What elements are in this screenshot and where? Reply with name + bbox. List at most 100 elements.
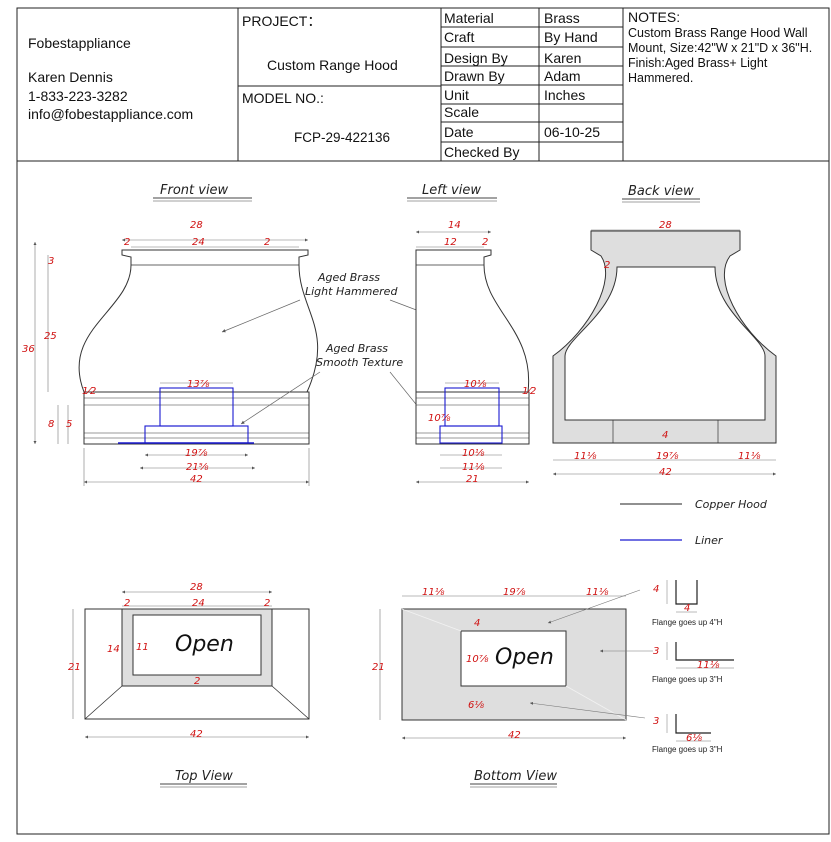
back-dim-mid: 19⅞ bbox=[656, 451, 679, 462]
field-label-date: Date bbox=[444, 124, 474, 140]
top-dim-base: 42 bbox=[190, 729, 203, 740]
top-dim-left: 2 bbox=[124, 598, 130, 609]
flange-1-height: 4 bbox=[653, 584, 659, 595]
bottom-dim-depth: 21 bbox=[372, 662, 385, 673]
front-dim-band: 8 bbox=[48, 419, 54, 430]
back-hood-shell bbox=[552, 230, 777, 444]
front-dim-band-inner: 5 bbox=[66, 419, 72, 430]
left-dim-top-side: 2 bbox=[482, 237, 488, 248]
bottom-dim-lower: 6⅛ bbox=[468, 700, 484, 711]
legend-liner-label: Liner bbox=[695, 534, 724, 547]
left-dim-liner-top: 10⅛ bbox=[464, 379, 487, 390]
contact-phone: 1-833-223-3282 bbox=[28, 88, 128, 104]
flange-detail-1: 4 4 Flange goes up 4"H bbox=[652, 580, 723, 627]
top-open-label: Open bbox=[175, 632, 234, 657]
left-hood-body bbox=[415, 249, 530, 393]
front-dim-liner-bottom: 19⅞ bbox=[185, 448, 208, 459]
field-value-design-by: Karen bbox=[544, 50, 582, 66]
notes-text: Custom Brass Range Hood Wall Mount, Size… bbox=[628, 26, 813, 85]
legend-copper-label: Copper Hood bbox=[695, 498, 768, 511]
contact-name: Karen Dennis bbox=[28, 69, 113, 85]
bottom-dim-left: 11⅛ bbox=[422, 587, 445, 598]
front-dim-width: 42 bbox=[190, 474, 203, 485]
field-value-date: 06-10-25 bbox=[544, 124, 601, 140]
back-dim-bottom-wall: 4 bbox=[662, 430, 668, 441]
project-label: PROJECT： bbox=[242, 13, 322, 29]
flange-2-width: 11⅛ bbox=[697, 660, 720, 671]
flange-detail-3: 3 6⅛ Flange goes up 3"H bbox=[652, 714, 723, 754]
bottom-dim-side: 10⅞ bbox=[466, 654, 489, 665]
notes-label: NOTES: bbox=[628, 9, 681, 25]
top-dim-width: 28 bbox=[190, 582, 203, 593]
left-dim-depth: 21 bbox=[466, 474, 479, 485]
bottom-opening bbox=[460, 630, 567, 687]
top-dim-bottom: 2 bbox=[194, 676, 200, 687]
left-dim-liner-side: 10⅞ bbox=[428, 413, 451, 424]
project-value: Custom Range Hood bbox=[267, 57, 398, 73]
back-dim-right: 11⅛ bbox=[738, 451, 761, 462]
front-band bbox=[83, 391, 310, 445]
field-value-material: Brass bbox=[544, 10, 580, 26]
finish-callout-smooth-line2: Smooth Texture bbox=[316, 356, 403, 369]
bottom-dim-width: 42 bbox=[508, 730, 521, 741]
legend: Copper Hood Liner bbox=[620, 498, 768, 547]
bottom-dim-right: 11⅛ bbox=[586, 587, 609, 598]
back-dim-top: 28 bbox=[659, 220, 672, 231]
left-band bbox=[415, 391, 530, 445]
bottom-dim-top: 4 bbox=[474, 618, 480, 629]
top-view: Open 28 24 2 2 21 14 11 2 42 Top View bbox=[68, 582, 310, 788]
company-name: Fobestappliance bbox=[28, 35, 131, 51]
front-dim-body: 25 bbox=[44, 331, 57, 342]
field-label-material: Material bbox=[444, 10, 494, 26]
sheet-frame bbox=[16, 7, 830, 835]
bottom-view: Open 11⅛ 19⅞ 11⅛ 4 10⅞ 6⅛ 21 42 Bottom V… bbox=[372, 587, 653, 788]
field-label-design-by: Design By bbox=[444, 50, 508, 66]
top-dim-depth: 21 bbox=[68, 662, 81, 673]
finish-callout-hammered-line1: Aged Brass bbox=[317, 271, 380, 284]
field-value-craft: By Hand bbox=[544, 29, 598, 45]
left-view-title: Left view bbox=[422, 183, 481, 198]
left-dim-opening: 11⅛ bbox=[462, 462, 485, 473]
finish-callout-hammered-line2: Light Hammered bbox=[305, 285, 398, 298]
top-opening bbox=[132, 614, 262, 676]
front-dim-top-width: 28 bbox=[190, 220, 203, 231]
left-dim-liner-bottom: 10⅛ bbox=[462, 448, 485, 459]
top-dim-inner-side: 11 bbox=[136, 642, 149, 653]
top-view-title: Top View bbox=[175, 769, 233, 784]
back-dim-wall: 2 bbox=[604, 260, 610, 271]
left-dim-top-inner: 12 bbox=[444, 237, 457, 248]
front-dim-opening: 21⅝ bbox=[186, 462, 209, 473]
front-dim-total: 36 bbox=[22, 344, 35, 355]
bottom-open-label: Open bbox=[495, 645, 554, 670]
flange-details: 4 4 Flange goes up 4"H 3 11⅛ Flange goes… bbox=[652, 580, 734, 754]
bottom-view-title: Bottom View bbox=[474, 769, 557, 784]
finish-callouts: Aged Brass Light Hammered Aged Brass Smo… bbox=[221, 271, 486, 425]
flange-3-height: 3 bbox=[653, 716, 659, 727]
flange-2-height: 3 bbox=[653, 646, 659, 657]
flange-1-note: Flange goes up 4"H bbox=[652, 618, 723, 627]
back-dim-width: 42 bbox=[659, 467, 672, 478]
finish-callout-smooth-line1: Aged Brass bbox=[325, 342, 388, 355]
back-view-title: Back view bbox=[628, 184, 694, 199]
left-dim-top: 14 bbox=[448, 220, 461, 231]
front-dim-top-inner: 24 bbox=[192, 237, 205, 248]
top-dim-outer-side: 14 bbox=[107, 644, 120, 655]
field-value-unit: Inches bbox=[544, 87, 586, 103]
flange-2-note: Flange goes up 3"H bbox=[652, 675, 723, 684]
bottom-dim-mid: 19⅞ bbox=[503, 587, 526, 598]
contact-email: info@fobestappliance.com bbox=[28, 106, 194, 122]
front-hood-body bbox=[78, 249, 319, 393]
flange-1-width: 4 bbox=[684, 603, 690, 614]
back-dim-left: 11⅛ bbox=[574, 451, 597, 462]
field-label-scale: Scale bbox=[444, 104, 480, 120]
field-label-checked-by: Checked By bbox=[444, 144, 520, 160]
left-liner-lower bbox=[439, 425, 503, 444]
field-label-unit: Unit bbox=[444, 87, 469, 103]
front-view: Front view 28 24 2 2 3 bbox=[22, 183, 319, 486]
top-dim-inner: 24 bbox=[192, 598, 205, 609]
front-view-title: Front view bbox=[160, 183, 229, 198]
back-view: Back view 28 2 4 11⅛ 19⅞ 11⅛ 42 bbox=[552, 184, 777, 478]
front-dim-step: 1⁄2 bbox=[82, 386, 96, 397]
front-dim-top-right: 2 bbox=[264, 237, 270, 248]
